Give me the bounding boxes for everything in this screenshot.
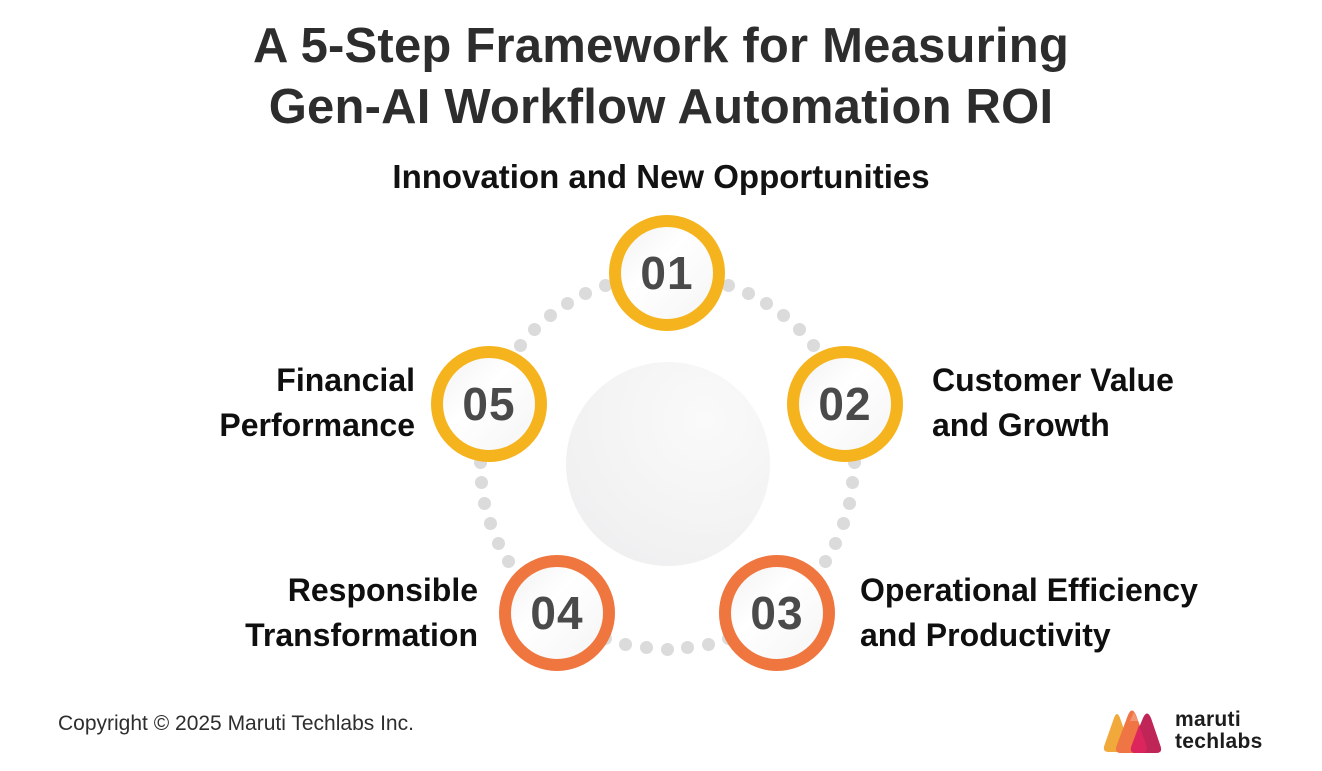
dotted-ring-dot bbox=[561, 297, 574, 311]
step-2-number: 02 bbox=[818, 378, 872, 430]
step-1-label: Innovation and New Opportunities bbox=[392, 158, 930, 195]
logo-wordmark: maruti techlabs bbox=[1175, 709, 1263, 753]
dotted-ring-dot bbox=[492, 536, 506, 550]
dotted-ring-dot bbox=[681, 641, 695, 655]
dotted-ring-dot bbox=[842, 497, 856, 511]
page-title-line2: Gen-AI Workflow Automation ROI bbox=[268, 80, 1054, 134]
dotted-ring-dot bbox=[639, 641, 653, 655]
step-3-label: Operational Efficiency and Productivity bbox=[860, 572, 1198, 653]
dotted-ring-dot bbox=[702, 637, 716, 651]
dotted-ring-dot bbox=[828, 536, 842, 550]
step-5-number: 05 bbox=[462, 378, 516, 430]
dotted-ring-dot bbox=[777, 309, 791, 323]
page-title: A 5-Step Framework for Measuring Gen-AI … bbox=[0, 16, 1322, 138]
maruti-techlabs-logo: maruti techlabs bbox=[1100, 703, 1263, 759]
dotted-ring-dot bbox=[474, 476, 488, 490]
dotted-ring-dot bbox=[502, 554, 516, 568]
dotted-ring-dot bbox=[846, 476, 860, 490]
copyright-text: Copyright © 2025 Maruti Techlabs Inc. bbox=[58, 712, 414, 735]
step-2-label: Customer Value and Growth bbox=[932, 362, 1174, 443]
dotted-ring-dot bbox=[792, 323, 806, 337]
dotted-ring-dot bbox=[579, 287, 593, 301]
dotted-ring-dot bbox=[483, 517, 497, 531]
step-1-circle: 01 bbox=[609, 215, 725, 331]
page-title-line1: A 5-Step Framework for Measuring bbox=[253, 19, 1069, 73]
dotted-ring-dot bbox=[514, 338, 528, 352]
dotted-ring-dot bbox=[543, 309, 557, 323]
step-3-number: 03 bbox=[750, 587, 804, 639]
step-4-number: 04 bbox=[530, 587, 584, 639]
dotted-ring-dot bbox=[741, 287, 755, 301]
dotted-ring-dot bbox=[806, 338, 820, 352]
dotted-ring-dot bbox=[478, 497, 492, 511]
step-5-circle: 05 bbox=[431, 346, 547, 462]
dotted-ring-dot bbox=[618, 637, 632, 651]
step-3-circle: 03 bbox=[719, 555, 835, 671]
step-4-circle: 04 bbox=[499, 555, 615, 671]
dotted-ring-dot bbox=[818, 554, 832, 568]
step-1-number: 01 bbox=[640, 247, 694, 299]
center-gradient-circle bbox=[566, 362, 770, 566]
dotted-ring-dot bbox=[759, 297, 773, 311]
step-4-label: Responsible Transformation bbox=[245, 572, 478, 653]
dotted-ring-dot bbox=[722, 278, 736, 292]
step-2-circle: 02 bbox=[787, 346, 903, 462]
logo-wordmark-line2: techlabs bbox=[1175, 730, 1263, 753]
step-5-label: Financial Performance bbox=[219, 362, 415, 443]
dotted-ring-dot bbox=[660, 642, 674, 656]
maruti-techlabs-logo-mark bbox=[1103, 710, 1162, 753]
dotted-ring-dot bbox=[528, 323, 542, 337]
logo-wordmark-line1: maruti bbox=[1175, 708, 1241, 731]
dotted-ring-dot bbox=[837, 517, 850, 531]
dotted-ring-dot bbox=[598, 278, 612, 292]
